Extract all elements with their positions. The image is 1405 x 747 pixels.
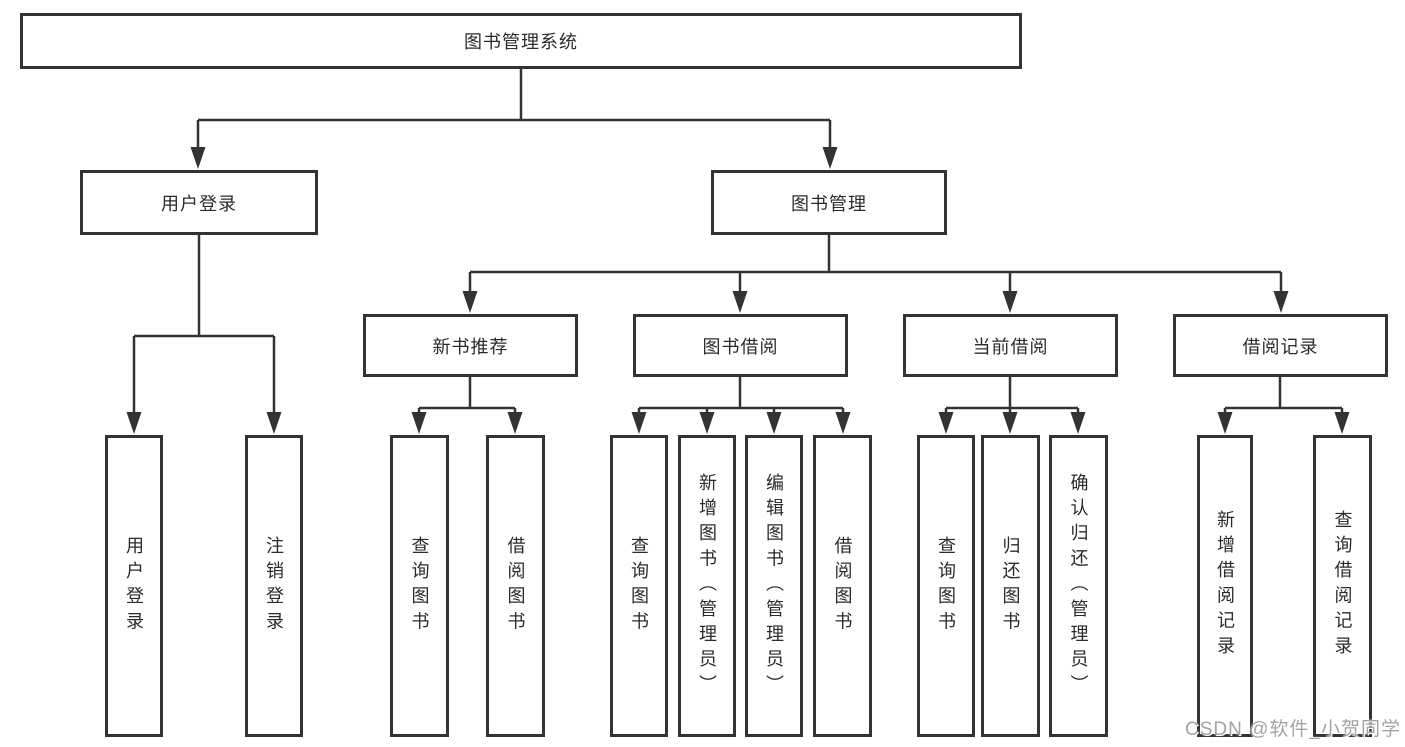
node-label: 查询图书 — [409, 535, 430, 637]
node-current-borrowing: 当前借阅 — [903, 314, 1118, 377]
leaf-edit-book-admin: 编辑图书（管理员） — [745, 435, 803, 737]
leaf-query-books-2: 查询图书 — [610, 435, 668, 737]
node-label: 新书推荐 — [432, 336, 509, 357]
node-label: 图书管理系统 — [464, 32, 578, 52]
node-label: 新增图书（管理员） — [697, 472, 717, 700]
node-new-book-recommendation: 新书推荐 — [363, 314, 578, 377]
node-label: 注销登录 — [264, 535, 284, 637]
watermark: CSDN @软件_小贺同学 — [1185, 719, 1401, 740]
node-label: 新增借阅记录 — [1215, 510, 1235, 662]
node-label: 用户登录 — [161, 193, 237, 214]
node-label: 归还图书 — [1000, 535, 1021, 637]
node-label: 借阅记录 — [1242, 336, 1319, 357]
node-label: 图书管理 — [791, 193, 867, 214]
leaf-borrow-books-2: 借阅图书 — [813, 435, 872, 737]
leaf-user-login: 用户登录 — [105, 435, 163, 737]
node-book-borrowing: 图书借阅 — [633, 314, 848, 377]
node-label: 用户登录 — [124, 535, 144, 637]
leaf-query-books-3: 查询图书 — [917, 435, 975, 737]
node-library-management-system: 图书管理系统 — [20, 13, 1022, 69]
leaf-return-books: 归还图书 — [981, 435, 1040, 737]
node-label: 编辑图书（管理员） — [764, 472, 784, 700]
node-label: 确认归还（管理员） — [1068, 472, 1089, 700]
node-borrowing-records: 借阅记录 — [1173, 314, 1388, 377]
node-user-login: 用户登录 — [80, 170, 318, 235]
node-label: 图书借阅 — [702, 336, 779, 357]
node-label: 查询借阅记录 — [1332, 510, 1353, 662]
leaf-logout: 注销登录 — [245, 435, 303, 737]
leaf-add-borrow-record: 新增借阅记录 — [1197, 435, 1253, 737]
node-label: 当前借阅 — [972, 336, 1049, 357]
node-label: 查询图书 — [936, 535, 956, 637]
node-label: 借阅图书 — [832, 535, 853, 637]
leaf-query-borrow-record: 查询借阅记录 — [1313, 435, 1372, 737]
leaf-confirm-return-admin: 确认归还（管理员） — [1049, 435, 1108, 737]
leaf-add-book-admin: 新增图书（管理员） — [678, 435, 736, 737]
node-label: 查询图书 — [629, 535, 649, 637]
node-book-management: 图书管理 — [711, 170, 947, 235]
leaf-borrow-books-1: 借阅图书 — [486, 435, 545, 737]
leaf-query-books-1: 查询图书 — [390, 435, 449, 737]
node-label: 借阅图书 — [505, 535, 526, 637]
